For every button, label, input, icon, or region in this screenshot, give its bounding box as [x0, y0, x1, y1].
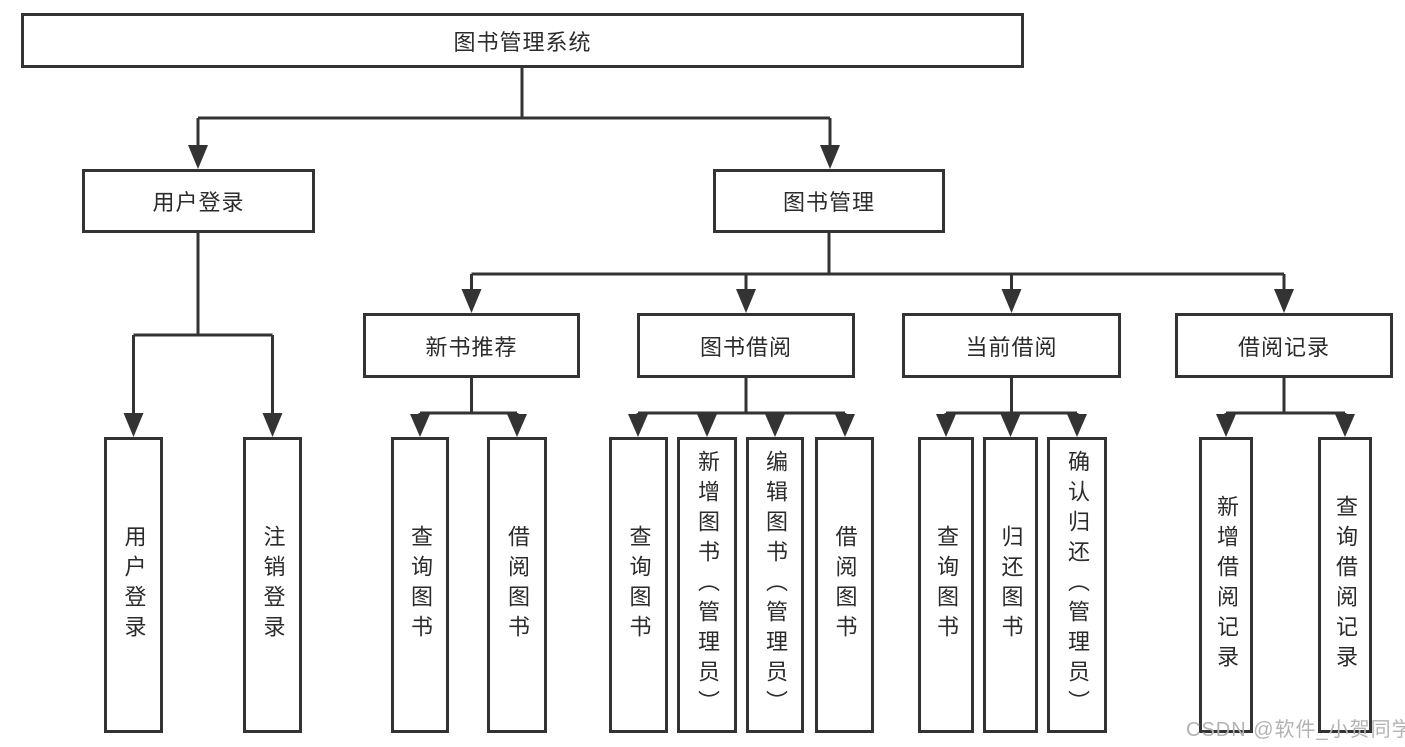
connector-newbooks-to-leaves: [418, 378, 519, 419]
arrowhead: [1335, 414, 1355, 437]
node-root-system: 图书管理系统: [21, 13, 1024, 68]
node-book-borrow: 图书借阅: [637, 313, 855, 378]
arrowhead: [262, 413, 283, 437]
connector-userlogin-to-leaves: [132, 233, 274, 416]
arrowhead: [188, 145, 208, 169]
arrowhead: [1216, 414, 1236, 437]
leaf-query-books: 查询图书: [391, 437, 449, 733]
leaf-borrow-books: 借阅图书: [815, 437, 874, 733]
leaf-query-borrow-record: 查询借阅记录: [1318, 437, 1372, 733]
leaf-confirm-return-admin: 确认归还（管理员）: [1047, 437, 1107, 733]
arrowhead: [820, 145, 840, 169]
leaf-label: 用户登录: [121, 525, 147, 645]
node-current-borrow: 当前借阅: [902, 313, 1121, 378]
arrowhead: [1067, 414, 1087, 437]
arrowhead: [461, 289, 482, 313]
leaf-label: 借阅图书: [505, 525, 530, 645]
arrowhead: [123, 413, 144, 437]
arrowhead: [410, 414, 430, 437]
leaf-logout: 注销登录: [243, 437, 302, 733]
leaf-query-books: 查询图书: [918, 437, 974, 733]
arrowhead: [736, 289, 756, 313]
leaf-edit-books-admin: 编辑图书（管理员）: [746, 437, 804, 733]
node-user-login: 用户登录: [82, 169, 315, 233]
arrowheads: [123, 145, 1355, 437]
leaf-borrow-books: 借阅图书: [487, 437, 547, 733]
arrowhead: [835, 414, 855, 437]
arrowhead: [765, 414, 785, 437]
leaf-label: 借阅图书: [832, 525, 858, 645]
connector-currentborrow-to-leaves: [944, 378, 1079, 419]
leaf-label: 注销登录: [260, 525, 286, 645]
leaf-label: 查询图书: [626, 525, 652, 645]
leaf-label: 新增图书（管理员）: [695, 450, 720, 720]
leaf-user-login: 用户登录: [104, 437, 163, 733]
arrowhead: [1000, 414, 1021, 437]
node-borrow-records: 借阅记录: [1175, 313, 1393, 378]
leaf-label: 新增借阅记录: [1214, 495, 1239, 675]
arrowhead: [936, 414, 956, 437]
connector-root-to-level2: [196, 68, 832, 148]
arrowhead: [507, 414, 527, 437]
leaf-query-books: 查询图书: [609, 437, 668, 733]
csdn-watermark: CSDN @软件_小贺同学: [1186, 719, 1405, 741]
leaf-add-borrow-record: 新增借阅记录: [1199, 437, 1253, 733]
connector-bookborrow-to-leaves: [636, 378, 847, 419]
leaf-label: 查询借阅记录: [1333, 495, 1358, 675]
connector-bookmgmt-to-level3: [470, 233, 1286, 292]
node-book-management: 图书管理: [713, 169, 945, 233]
arrowhead: [697, 414, 717, 437]
connector-borrowrecords-to-leaves: [1224, 378, 1347, 419]
leaf-label: 确认归还（管理员）: [1065, 450, 1090, 720]
leaf-return-books: 归还图书: [983, 437, 1038, 733]
arrowhead: [1001, 289, 1022, 313]
leaf-label: 归还图书: [998, 525, 1024, 645]
leaf-label: 查询图书: [934, 525, 959, 645]
leaf-label: 查询图书: [408, 525, 433, 645]
arrowhead: [628, 414, 648, 437]
leaf-label: 编辑图书（管理员）: [763, 450, 788, 720]
leaf-add-books-admin: 新增图书（管理员）: [677, 437, 737, 733]
arrowhead: [1274, 289, 1294, 313]
node-new-book-recommend: 新书推荐: [363, 313, 580, 378]
